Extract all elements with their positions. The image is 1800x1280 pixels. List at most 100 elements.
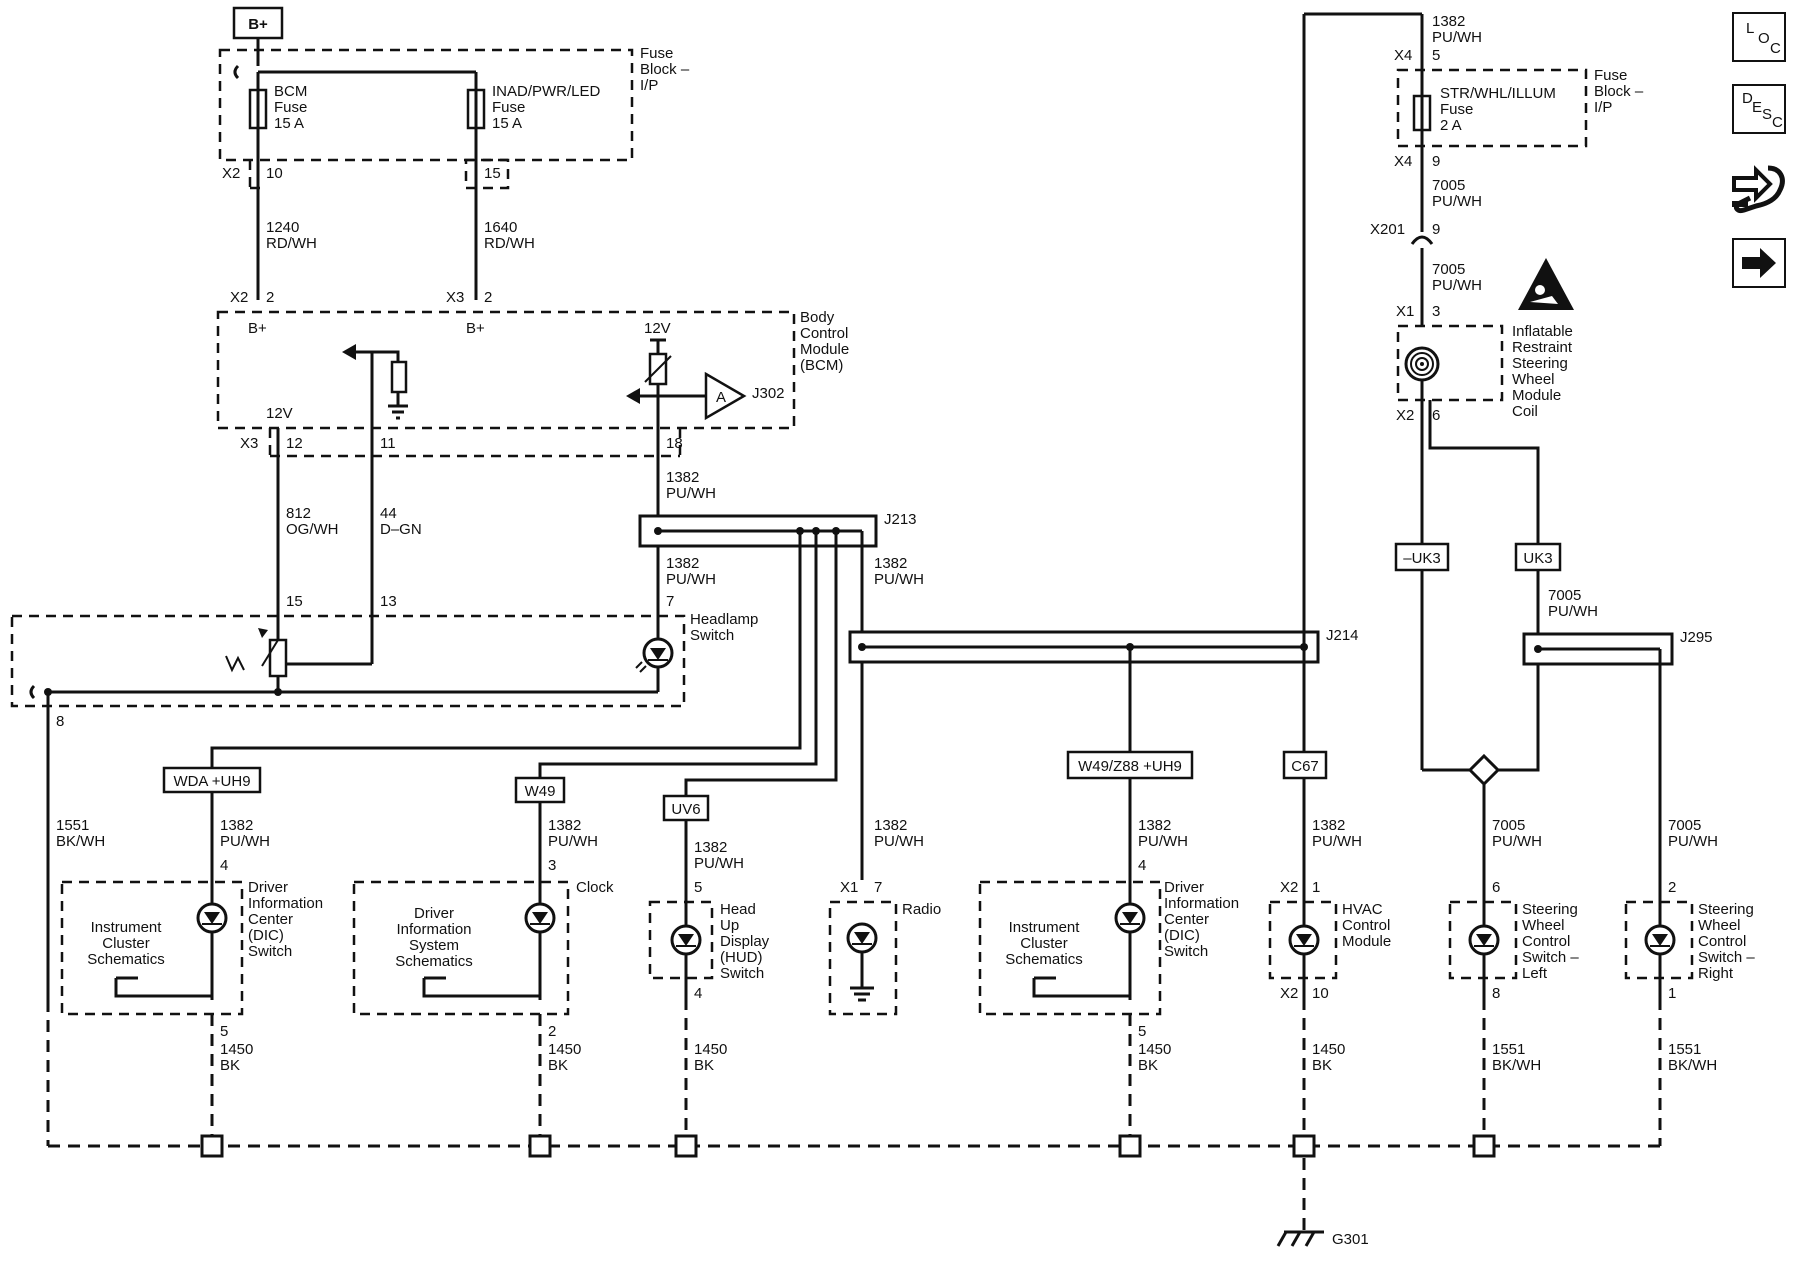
svg-text:Steering: Steering	[1512, 355, 1568, 372]
fuse-block-ip-right: 1382 PU/WH X4 5 Fuse Block – I/P STR/WHL…	[1394, 13, 1644, 170]
wire-1450-e-number: 1450	[1312, 1041, 1345, 1058]
wire-1450-b-number: 1450	[548, 1041, 581, 1058]
coil-x1-pin: 3	[1432, 303, 1440, 320]
wire-812-color: OG/WH	[286, 521, 339, 538]
connector-x3-bottom: X3 12 11 18	[240, 428, 683, 458]
wire-44-color: D–GN	[380, 521, 422, 538]
steering-wheel-control-right: 2 Steering Wheel Control Switch – Right …	[1624, 879, 1755, 1002]
svg-text:J214: J214	[1326, 627, 1359, 644]
svg-text:I/P: I/P	[1594, 99, 1612, 116]
svg-text:15 A: 15 A	[274, 115, 304, 132]
svg-text:5: 5	[1432, 47, 1440, 64]
fuse-block-ip-left: Fuse Block – I/P BCM Fuse 15 A INAD/PWR/…	[218, 45, 690, 300]
svg-text:(DIC): (DIC)	[248, 927, 284, 944]
svg-text:Center: Center	[1164, 911, 1209, 928]
svg-text:Schematics: Schematics	[1005, 951, 1083, 968]
svg-text:Control: Control	[1342, 917, 1390, 934]
wire-1382-radio-color: PU/WH	[874, 571, 924, 588]
svg-text:C67: C67	[1291, 758, 1319, 775]
svg-text:10: 10	[266, 165, 283, 182]
svg-text:Body: Body	[800, 309, 835, 326]
svg-text:1: 1	[1668, 985, 1676, 1002]
svg-text:3: 3	[548, 857, 556, 874]
svg-text:B+: B+	[248, 16, 268, 33]
wire-1450-b-color: BK	[548, 1057, 568, 1074]
clock-module: 3 Clock Driver Information System Schema…	[352, 857, 614, 1040]
wire-7005-left-number: 7005	[1492, 817, 1525, 834]
bcm-fuse: BCM Fuse 15 A	[248, 83, 307, 132]
svg-text:Wheel: Wheel	[1512, 371, 1555, 388]
splice-j213: J213	[638, 511, 917, 548]
wire-7005-b-number: 7005	[1432, 261, 1465, 278]
option-junction-diamond	[1467, 753, 1501, 787]
svg-text:X2: X2	[1280, 879, 1298, 896]
description-button[interactable]: D E S C	[1732, 84, 1786, 134]
wire-1551-left-number: 1551	[1492, 1041, 1525, 1058]
wire-7005-right-number: 7005	[1668, 817, 1701, 834]
wire-1240-number: 1240	[266, 219, 299, 236]
svg-text:5: 5	[694, 879, 702, 896]
headlamp-switch-module: Headlamp Switch 15 13 8	[10, 593, 758, 730]
svg-text:Cluster: Cluster	[1020, 935, 1068, 952]
wire-1382-hud-number: 1382	[694, 839, 727, 856]
svg-text:J302: J302	[752, 385, 785, 402]
wire-1382-radio-number: 1382	[874, 555, 907, 572]
svg-text:Driver: Driver	[414, 905, 454, 922]
wire-1450-e-color: BK	[1312, 1057, 1332, 1074]
bcm-input-pullup	[342, 344, 408, 440]
svg-text:Headlamp: Headlamp	[690, 611, 758, 628]
svg-text:Instrument: Instrument	[1009, 919, 1081, 936]
wire-7005-b-color: PU/WH	[1432, 277, 1482, 294]
svg-text:I/P: I/P	[640, 77, 658, 94]
svg-text:PU/WH: PU/WH	[1432, 29, 1482, 46]
wire-7005-c-number: 7005	[1548, 587, 1581, 604]
wire-7005-a-color: PU/WH	[1432, 193, 1482, 210]
wire-1450-d-number: 1450	[1138, 1041, 1171, 1058]
wire-1450-a-color: BK	[220, 1057, 240, 1074]
svg-text:12: 12	[286, 435, 303, 452]
svg-text:System: System	[409, 937, 459, 954]
wire-1551-right-number: 1551	[1668, 1041, 1701, 1058]
svg-text:X2: X2	[1280, 985, 1298, 1002]
bcm-dimming-circuit: 12V A J302	[626, 320, 785, 440]
wire-1551-right-color: BK/WH	[1668, 1057, 1717, 1074]
wire-1240-color: RD/WH	[266, 235, 317, 252]
svg-text:8: 8	[56, 713, 64, 730]
connector-end-view-button[interactable]	[1730, 160, 1790, 220]
svg-text:Switch –: Switch –	[1522, 949, 1579, 966]
connector-wrench-icon	[1732, 165, 1785, 213]
svg-text:Clock: Clock	[576, 879, 614, 896]
location-button[interactable]: L O C	[1732, 12, 1786, 62]
svg-text:X2: X2	[222, 165, 240, 182]
svg-text:1: 1	[1312, 879, 1320, 896]
arrow-right-icon	[1742, 248, 1776, 278]
wire-1382-dic2-color: PU/WH	[1138, 833, 1188, 850]
wire-1450-d-color: BK	[1138, 1057, 1158, 1074]
svg-text:Right: Right	[1698, 965, 1734, 982]
wire-1382-j213-color: PU/WH	[666, 571, 716, 588]
svg-text:W49/Z88 +UH9: W49/Z88 +UH9	[1078, 758, 1182, 775]
svg-text:STR/WHL/ILLUM: STR/WHL/ILLUM	[1440, 85, 1556, 102]
svg-text:13: 13	[380, 593, 397, 610]
svg-text:X4: X4	[1394, 153, 1412, 170]
inad-pwr-led-fuse: INAD/PWR/LED Fuse 15 A	[466, 83, 601, 132]
wire-1640-number: 1640	[484, 219, 517, 236]
wire-1382-bcm-number: 1382	[666, 469, 699, 486]
svg-text:(HUD): (HUD)	[720, 949, 763, 966]
svg-text:18: 18	[666, 435, 683, 452]
option-wda-uh9: WDA +UH9	[162, 766, 262, 794]
svg-text:9: 9	[1432, 221, 1440, 238]
hud-switch: 5 Head Up Display (HUD) Switch 4	[648, 879, 770, 1002]
svg-text:Switch: Switch	[690, 627, 734, 644]
next-page-button[interactable]	[1732, 238, 1786, 288]
airbag-warning-icon	[1518, 258, 1574, 310]
desc-letter-d: D	[1742, 90, 1753, 107]
svg-text:Control: Control	[1522, 933, 1570, 950]
wire-1450-a-number: 1450	[220, 1041, 253, 1058]
svg-text:6: 6	[1492, 879, 1500, 896]
svg-text:Driver: Driver	[248, 879, 288, 896]
svg-text:Information: Information	[1164, 895, 1239, 912]
svg-text:15 A: 15 A	[492, 115, 522, 132]
svg-text:WDA +UH9: WDA +UH9	[173, 773, 250, 790]
